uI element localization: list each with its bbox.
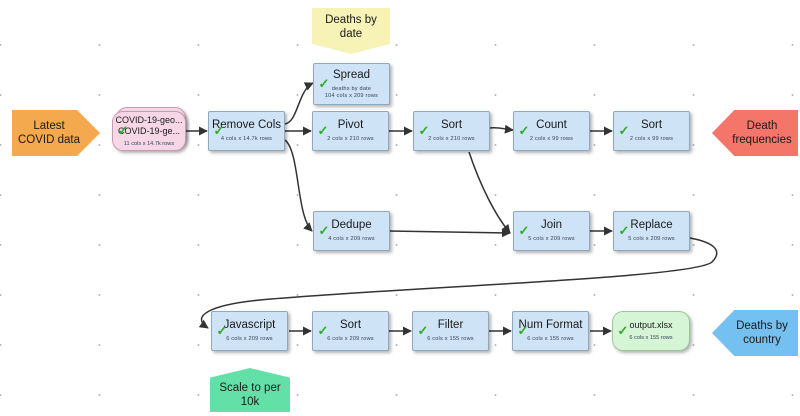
file-node-title: output.xlsx xyxy=(629,320,673,330)
check-icon: ✓ xyxy=(318,76,330,91)
step-node-subtitle: deaths by date xyxy=(331,85,372,92)
terminator-line-1: Deaths by xyxy=(736,320,788,332)
step-node-javascript[interactable]: ✓ Javascript 6 cols x 209 rows xyxy=(211,311,288,351)
step-node-title: Replace xyxy=(630,219,673,231)
step-node-stats: 6 cols x 155 rows xyxy=(427,336,474,342)
edge-sort-top-to-join xyxy=(468,151,511,234)
check-icon: ✓ xyxy=(618,123,630,138)
edge-dedupe-to-join xyxy=(388,228,511,238)
step-node-title: Join xyxy=(540,219,563,231)
note-line-1: Scale to per xyxy=(219,381,281,394)
step-node-remove-cols[interactable]: ✓ Remove Cols 4 cols x 14.7k rows xyxy=(208,111,285,151)
file-node-title-line-1: COVID-19-geo... xyxy=(115,114,183,125)
step-node-title: Javascript xyxy=(223,319,276,331)
edge-remove-cols-to-dedupe xyxy=(284,139,313,232)
check-icon: ✓ xyxy=(617,323,629,338)
terminator-line-1: Latest xyxy=(33,120,65,132)
terminator-line-2: country xyxy=(743,334,781,346)
step-node-stats: 6 cols x 209 rows xyxy=(226,336,273,342)
step-node-stats: 2 cols x 210 rows xyxy=(327,136,374,142)
step-node-stats: 4 cols x 14.7k rows xyxy=(220,136,273,142)
edge-sort-top-to-count xyxy=(488,124,514,134)
step-node-stats: 5 cols x 209 rows xyxy=(628,236,675,242)
step-node-title: Sort xyxy=(640,119,663,131)
step-node-count[interactable]: ✓ Count 2 cols x 99 rows xyxy=(513,111,590,151)
file-node-stats: 11 cols x 14.7k rows xyxy=(123,140,175,147)
step-node-title: Pivot xyxy=(337,119,364,131)
step-node-stats: 4 cols x 209 rows xyxy=(328,236,375,242)
step-node-pivot[interactable]: ✓ Pivot 2 cols x 210 rows xyxy=(312,111,389,151)
step-node-stats: 6 cols x 209 rows xyxy=(327,336,374,342)
note-line-1: Deaths by xyxy=(325,13,377,26)
note-line-2: 10k xyxy=(240,395,260,408)
file-node-stats: 6 cols x 155 rows xyxy=(629,335,673,341)
file-node-title-line-2: COVID-19-ge... xyxy=(117,125,181,136)
step-node-stats: 2 cols x 99 rows xyxy=(529,136,574,142)
step-node-spread[interactable]: ✓ Spread deaths by date 104 cols x 209 r… xyxy=(313,63,390,105)
step-node-title: Dedupe xyxy=(331,219,372,231)
step-node-stats: 2 cols x 210 rows xyxy=(428,136,475,142)
step-node-title: Filter xyxy=(437,319,464,331)
note-deaths-by-date[interactable]: Deaths by date xyxy=(312,8,390,54)
note-line-2: date xyxy=(339,27,363,40)
step-node-title: Sort xyxy=(440,119,463,131)
edge-remove-cols-to-spread xyxy=(284,82,314,125)
step-node-stats: 2 cols x 99 rows xyxy=(629,136,674,142)
terminator-line-2: frequencies xyxy=(732,134,792,146)
step-node-title: Count xyxy=(536,119,567,131)
check-icon: ✓ xyxy=(518,123,530,138)
step-node-title: Remove Cols xyxy=(211,119,282,131)
file-node-covid-19-geo-source[interactable]: ✓ COVID-19-geo... COVID-19-ge... 11 cols… xyxy=(112,111,186,151)
step-node-dedupe[interactable]: ✓ Dedupe 4 cols x 209 rows xyxy=(313,211,390,251)
terminator-line-2: COVID data xyxy=(18,134,80,146)
step-node-stats: 5 cols x 209 rows xyxy=(528,236,575,242)
step-node-join[interactable]: ✓ Join 5 cols x 209 rows xyxy=(513,211,590,251)
step-node-sort-top-2[interactable]: ✓ Sort 2 cols x 99 rows xyxy=(613,111,690,151)
terminator-deaths-by-country[interactable]: Deaths by country xyxy=(712,310,798,356)
terminator-death-frequencies[interactable]: Death frequencies xyxy=(712,110,798,156)
step-node-sort-bottom[interactable]: ✓ Sort 6 cols x 209 rows xyxy=(312,311,389,351)
terminator-line-1: Death xyxy=(746,120,778,132)
step-node-replace[interactable]: ✓ Replace 5 cols x 209 rows xyxy=(613,211,690,251)
step-node-stats: 104 cols x 209 rows xyxy=(324,92,379,99)
file-node-output-xlsx[interactable]: ✓ output.xlsx 6 cols x 155 rows xyxy=(612,311,690,351)
step-node-sort-top[interactable]: ✓ Sort 2 cols x 210 rows xyxy=(413,111,490,151)
step-node-filter[interactable]: ✓ Filter 6 cols x 155 rows xyxy=(412,311,489,351)
step-node-num-format[interactable]: ✓ Num Format 6 cols x 155 rows xyxy=(512,311,589,351)
step-node-title: Num Format xyxy=(518,319,583,331)
terminator-latest-covid-data[interactable]: Latest COVID data xyxy=(12,110,100,156)
step-node-title: Sort xyxy=(339,319,362,331)
step-node-stats: 6 cols x 155 rows xyxy=(527,336,574,342)
note-scale-per-10k[interactable]: Scale to per 10k xyxy=(210,368,290,412)
step-node-title: Spread xyxy=(332,68,371,81)
